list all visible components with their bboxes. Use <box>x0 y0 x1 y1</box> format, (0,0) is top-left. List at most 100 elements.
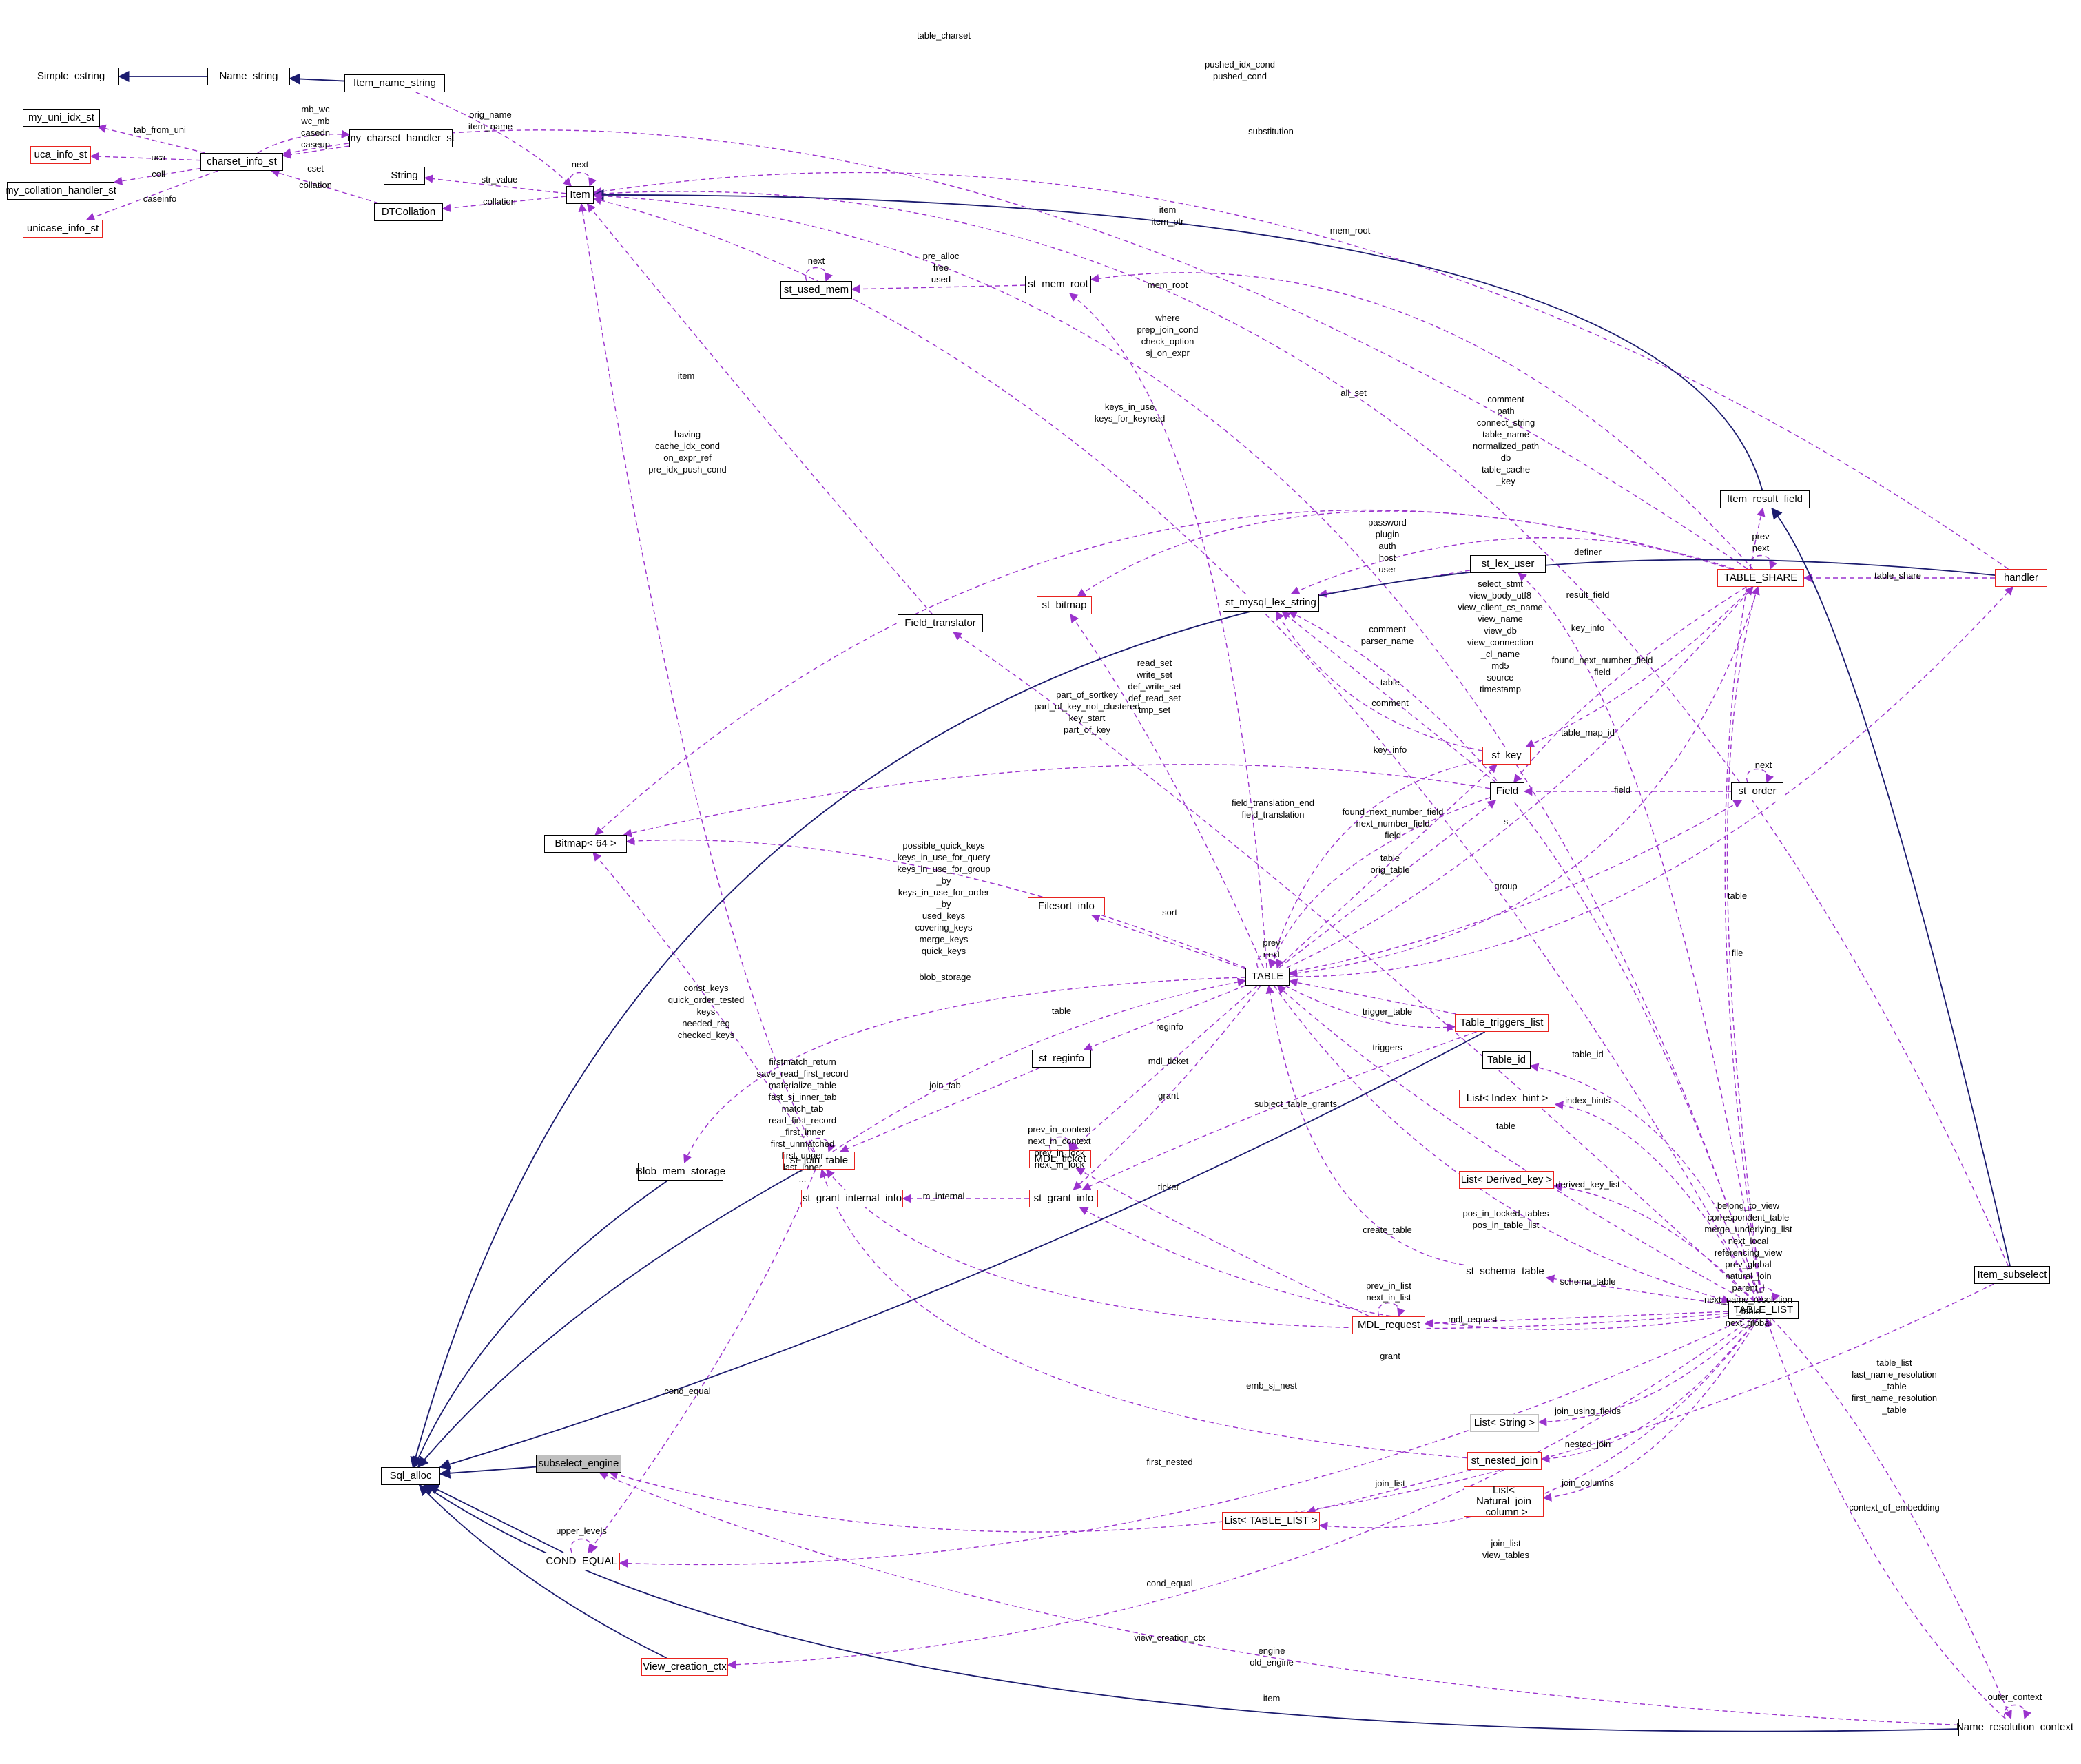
node-table-share[interactable]: TABLE_SHARE <box>1717 569 1804 587</box>
edge-label-l11: next <box>571 159 589 169</box>
node-view-creation-ctx[interactable]: View_creation_ctx <box>641 1658 728 1676</box>
node-list-natural-join[interactable]: List< Natural_join_column > <box>1464 1485 1544 1518</box>
node-name-string[interactable]: Name_string <box>207 68 290 85</box>
node-st-bitmap[interactable]: st_bitmap <box>1037 596 1092 614</box>
node-list-index-hint[interactable]: List< Index_hint > <box>1459 1090 1555 1108</box>
edge-label-l30: result_field <box>1566 590 1610 600</box>
node-st-grant-info[interactable]: st_grant_info <box>1029 1190 1098 1207</box>
node-simple-cstring[interactable]: Simple_cstring <box>23 68 119 85</box>
member-edge-my-charset-handler-st-to-charset-info-st <box>282 145 350 159</box>
inheritance-edge-handler-to-sql-alloc <box>410 559 1996 1469</box>
node-st-join-table[interactable]: st_join_table <box>783 1152 855 1170</box>
node-charset-info-st[interactable]: charset_info_st <box>200 153 283 171</box>
node-st-lex-user[interactable]: st_lex_user <box>1470 555 1546 573</box>
member-edge-table-share-to-table <box>1288 586 1759 977</box>
node-sql-alloc[interactable]: Sql_alloc <box>381 1467 440 1485</box>
node-uca-info-st[interactable]: uca_info_st <box>30 146 91 164</box>
member-edge-table-list-to-item <box>592 196 1759 1302</box>
node-subselect-engine[interactable]: subselect_engine <box>536 1455 621 1473</box>
node-bitmap64[interactable]: Bitmap< 64 > <box>544 835 627 853</box>
inheritance-edge-item-subselect-to-item-result-field <box>1771 507 2011 1267</box>
edge-label-l67: table <box>1495 1121 1516 1131</box>
node-st-schema-table[interactable]: st_schema_table <box>1464 1263 1546 1280</box>
member-edge-name-resolution-context-to-name-resolution-context <box>2003 1704 2031 1720</box>
node-blob-mem-storage[interactable]: Blob_mem_storage <box>636 1163 725 1181</box>
node-table-id[interactable]: Table_id <box>1482 1051 1531 1069</box>
node-item-subselect[interactable]: Item_subselect <box>1974 1266 2050 1284</box>
node-st-grant-internal-info[interactable]: st_grant_internal_info <box>801 1190 903 1207</box>
node-string[interactable]: String <box>384 167 425 185</box>
member-edge-table-to-filesort-info <box>1091 913 1246 970</box>
inheritance-edge-name-resolution-context-to-sql-alloc <box>422 1484 1959 1732</box>
member-edge-table-to-st-reginfo <box>1083 985 1246 1051</box>
node-dtcollation[interactable]: DTCollation <box>374 203 443 221</box>
node-st-used-mem[interactable]: st_used_mem <box>780 281 852 299</box>
member-edge-name-resolution-context-to-subselect-engine <box>599 1471 1959 1726</box>
node-list-table-list[interactable]: List< TABLE_LIST > <box>1222 1512 1320 1530</box>
node-item-result-field[interactable]: Item_result_field <box>1720 490 1810 508</box>
member-edge-table-share-to-table-share <box>1749 554 1777 570</box>
member-edge-item-to-dtcollation <box>442 196 567 213</box>
node-st-order[interactable]: st_order <box>1731 782 1783 800</box>
node-st-key[interactable]: st_key <box>1482 747 1531 765</box>
node-st-mysql-lex-string[interactable]: st_mysql_lex_string <box>1223 594 1319 612</box>
edge-label-l49: table <box>1727 891 1748 901</box>
node-st-reginfo[interactable]: st_reginfo <box>1032 1050 1091 1068</box>
inheritance-edge-table-triggers-list-to-sql-alloc <box>439 1031 1485 1470</box>
node-unicase-info-st[interactable]: unicase_info_st <box>23 220 103 238</box>
edge-label-l19: mem_root <box>1147 280 1188 290</box>
node-table-triggers-list[interactable]: Table_triggers_list <box>1455 1014 1549 1032</box>
edge-label-l54: blob_storage <box>919 972 971 982</box>
member-edge-table-list-to-st-grant-info <box>1079 1207 1729 1330</box>
edge-label-l76: mdl_request <box>1448 1314 1498 1325</box>
node-st-nested-join[interactable]: st_nested_join <box>1467 1452 1542 1470</box>
edge-label-l92: item <box>1263 1693 1281 1703</box>
member-edge-table-list-to-item-result-field <box>1724 507 1766 1302</box>
node-name-resolution-context[interactable]: Name_resolution_context <box>1956 1719 2073 1736</box>
member-edge-table-list-to-list-natural-join <box>1542 1318 1759 1502</box>
node-list-derived-key[interactable]: List< Derived_key > <box>1459 1171 1554 1189</box>
member-edge-table-list-to-table-id <box>1529 1063 1761 1302</box>
node-handler[interactable]: handler <box>1995 569 2047 587</box>
edge-label-l01: table_charset <box>916 30 971 41</box>
node-table[interactable]: TABLE <box>1245 968 1290 986</box>
node-mdl-ticket[interactable]: MDL_ticket <box>1029 1150 1091 1168</box>
node-mdl-request[interactable]: MDL_request <box>1352 1316 1425 1334</box>
edge-label-l06: uca <box>151 152 166 163</box>
node-field[interactable]: Field <box>1490 782 1524 800</box>
edge-label-l38: comment <box>1371 698 1409 708</box>
member-edge-st-join-table-to-bitmap64 <box>592 852 814 1152</box>
node-field-translator[interactable]: Field_translator <box>898 614 983 632</box>
node-table-list[interactable]: TABLE_LIST <box>1728 1301 1799 1319</box>
edge-label-l64: grant <box>1158 1090 1179 1101</box>
node-filesort-info[interactable]: Filesort_info <box>1028 897 1105 915</box>
edge-label-l22: all_set <box>1340 388 1367 398</box>
node-cond-equal[interactable]: COND_EQUAL <box>543 1553 620 1570</box>
member-edge-mdl-ticket-to-mdl-ticket <box>1048 1136 1077 1152</box>
member-edge-table-share-to-field <box>1513 586 1747 784</box>
node-list-string[interactable]: List< String > <box>1470 1414 1539 1432</box>
node-my-collation-handler-st[interactable]: my_collation_handler_st <box>5 182 116 200</box>
edge-label-l70: m_internal <box>922 1191 965 1201</box>
inheritance-edge-item-name-string-to-name-string <box>289 73 345 85</box>
node-my-charset-handler-st[interactable]: my_charset_handler_st <box>347 129 455 147</box>
node-item[interactable]: Item <box>566 186 594 204</box>
member-edge-cond-equal-to-cond-equal <box>570 1538 598 1554</box>
member-edge-table-share-to-st-bitmap <box>1077 510 1732 597</box>
edge-label-l81: join_using_fields <box>1554 1406 1622 1416</box>
node-st-mem-root[interactable]: st_mem_root <box>1025 276 1091 293</box>
edge-label-l69: ticket <box>1157 1182 1179 1192</box>
node-item-name-string[interactable]: Item_name_string <box>344 74 445 92</box>
node-my-uni-idx-st[interactable]: my_uni_idx_st <box>23 109 100 127</box>
inheritance-edge-item-result-field-to-item <box>592 189 1763 491</box>
